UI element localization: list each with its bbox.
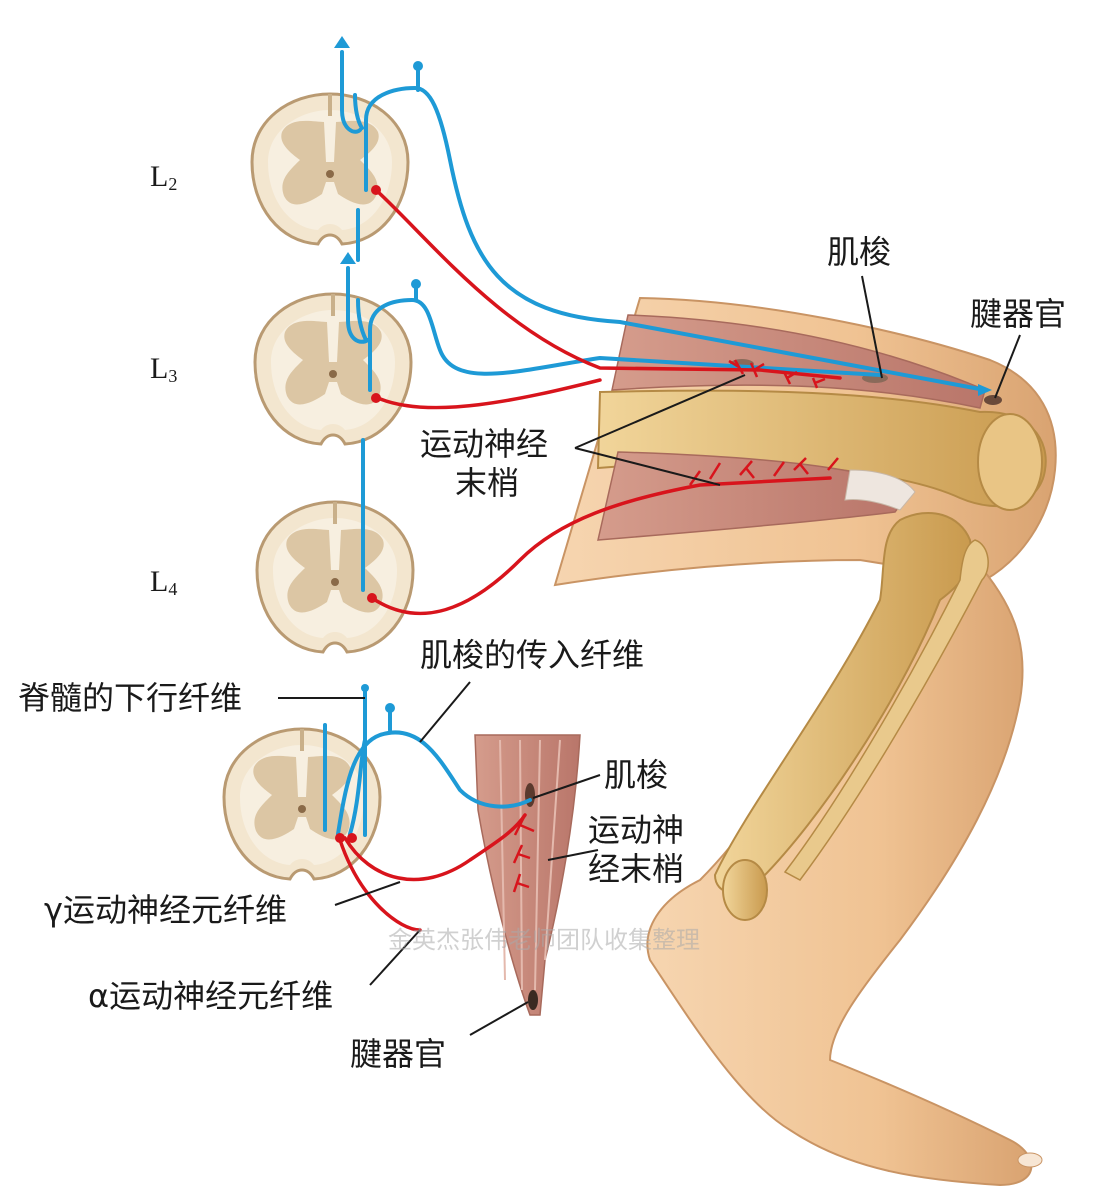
label-tendon-organ-top: 腱器官 [970,296,1066,333]
segment-label-L2: L2 [150,160,177,195]
isolated-muscle [475,735,580,1015]
leg-illustration [555,298,1056,1185]
spinal-cord-L3 [255,294,411,444]
segment-label-L3: L3 [150,352,177,387]
label-motor-nerve-endings-top-2: 末梢 [455,465,519,502]
label-descending-fibers: 脊髓的下行纤维 [18,680,242,717]
label-muscle-spindle-top: 肌梭 [827,234,891,271]
label-muscle-spindle-bottom: 肌梭 [604,757,668,794]
spinal-cord-L4 [257,502,413,652]
label-alpha-fibers: α运动神经元纤维 [88,978,333,1015]
segment-label-L4: L4 [150,565,177,600]
label-tendon-organ-bottom: 腱器官 [350,1036,446,1073]
label-motor-nerve-endings-bottom-2: 经末梢 [588,851,684,888]
label-spindle-afferent: 肌梭的传入纤维 [420,637,644,674]
label-gamma-fibers: γ运动神经元纤维 [44,892,287,929]
label-motor-nerve-endings-bottom-1: 运动神 [588,812,684,849]
spinal-cord-L2 [252,94,408,244]
watermark: 金英杰张伟老师团队收集整理 [388,920,700,955]
label-motor-nerve-endings-top-1: 运动神经 [420,426,548,463]
